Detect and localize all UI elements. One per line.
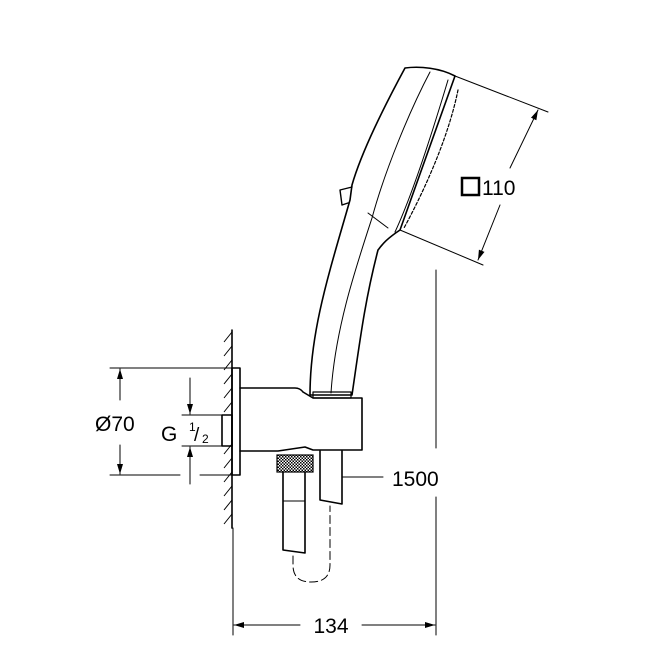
flange-diameter-value: Ø70 bbox=[95, 413, 135, 436]
thread-connection bbox=[221, 414, 233, 447]
thread-letter: G bbox=[161, 423, 177, 446]
wall bbox=[223, 329, 233, 529]
hand-shower bbox=[309, 66, 459, 399]
square-icon bbox=[460, 176, 481, 197]
shower-head-size-value: 110 bbox=[482, 177, 515, 200]
thread-numerator: 1 bbox=[189, 420, 196, 434]
dimension-hose-length: 1500 bbox=[341, 468, 439, 491]
dimension-thread: G 1 / 2 bbox=[161, 377, 233, 485]
dimension-shower-head: 110 bbox=[399, 75, 549, 266]
dimension-projection: 134 bbox=[232, 269, 437, 638]
hose-nut-knurled bbox=[276, 454, 314, 473]
wall-hatching bbox=[223, 331, 233, 525]
holder-body bbox=[239, 387, 363, 452]
dimension-flange-diameter: Ø70 bbox=[95, 367, 241, 476]
wall-flange bbox=[231, 367, 241, 476]
projection-value: 134 bbox=[313, 615, 348, 638]
thread-slash: / bbox=[194, 425, 200, 446]
hose-length-value: 1500 bbox=[392, 468, 439, 491]
thread-denominator: 2 bbox=[202, 432, 209, 446]
